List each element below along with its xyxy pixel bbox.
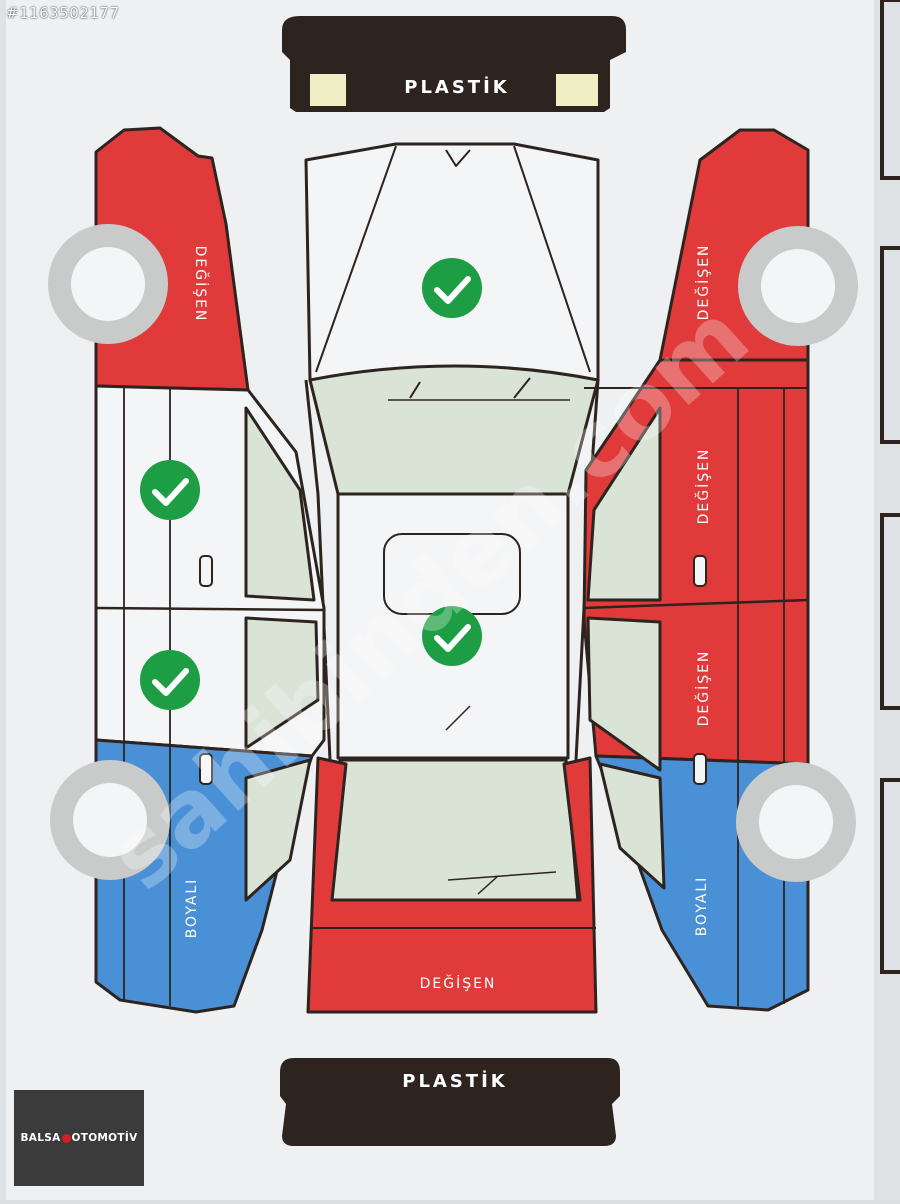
- fog-light-right: [556, 74, 598, 106]
- trunk: [306, 756, 598, 1014]
- left-rear-fender-label: BOYALI: [184, 878, 200, 939]
- dealer-logo-right: OTOMOTİV: [71, 1132, 138, 1144]
- right-rear-fender-label: BOYALI: [694, 876, 710, 937]
- windshield: [308, 364, 600, 496]
- listing-id: #1163502177: [6, 4, 120, 22]
- dealer-logo: BALSA OTOMOTİV: [14, 1090, 144, 1186]
- right-front-window: [586, 406, 662, 602]
- check-icon: [422, 258, 482, 318]
- right-front-door-label: DEĞİŞEN: [694, 448, 712, 525]
- top-view: [304, 142, 600, 1014]
- left-quarter-glass: [244, 758, 312, 902]
- rear-bumper-label: PLASTİK: [402, 1070, 507, 1092]
- right-rear-window: [586, 616, 662, 772]
- edge-boxes: [880, 0, 900, 974]
- fog-light-left: [310, 74, 346, 106]
- right-rear-door-label: DEĞİŞEN: [694, 650, 712, 727]
- trunk-label: DEĞİŞEN: [420, 974, 497, 992]
- right-quarter-glass: [598, 762, 666, 890]
- left-rear-window: [244, 616, 320, 750]
- rear-window: [328, 758, 580, 904]
- front-bumper-label: PLASTİK: [404, 76, 509, 98]
- check-icon: [140, 460, 200, 520]
- check-icon: [140, 650, 200, 710]
- rear-bumper: PLASTİK: [280, 1058, 620, 1146]
- right-front-fender-label: DEĞİŞEN: [694, 244, 712, 321]
- front-bumper: PLASTİK: [282, 16, 626, 112]
- left-front-fender-label: DEĞİŞEN: [192, 246, 210, 323]
- left-front-wheel: [48, 224, 168, 344]
- right-front-wheel: [738, 226, 858, 346]
- check-icon: [422, 606, 482, 666]
- left-front-window: [244, 406, 316, 602]
- right-rear-wheel: [736, 762, 856, 882]
- left-rear-wheel: [50, 760, 170, 880]
- logo-dot-icon: [61, 1133, 71, 1143]
- dealer-logo-left: BALSA: [20, 1132, 61, 1144]
